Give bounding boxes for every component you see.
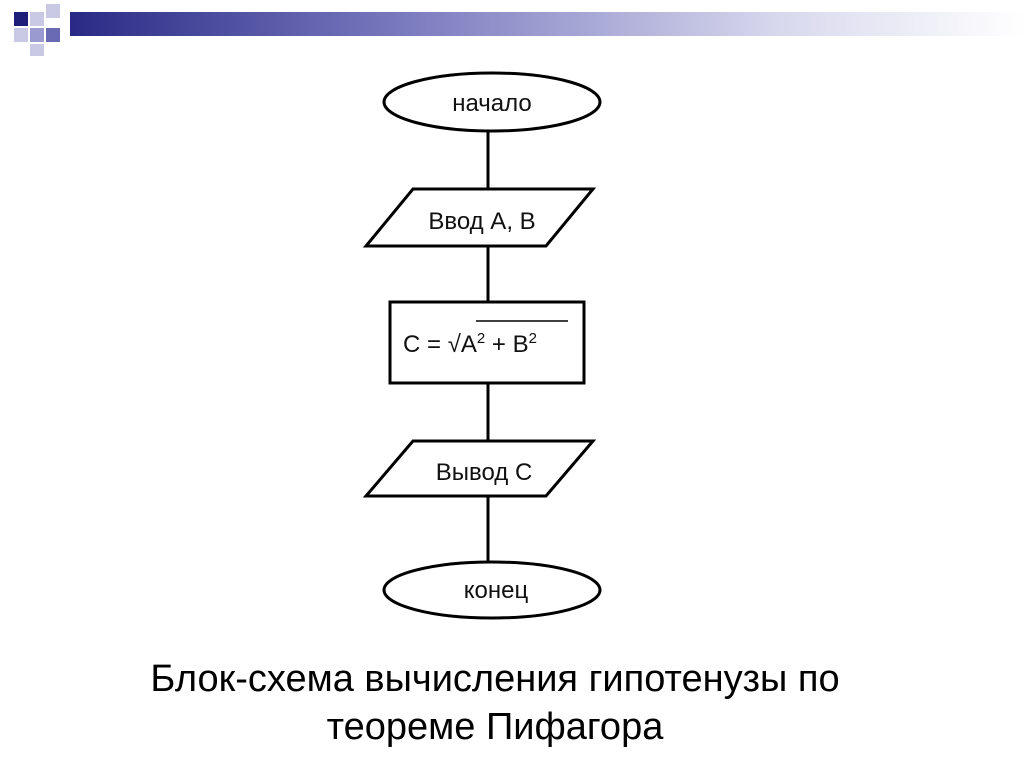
input-label: Ввод А, В xyxy=(428,208,535,235)
sqrt-symbol: √ xyxy=(448,331,462,358)
start-node: начало xyxy=(382,71,602,133)
end-node: конец xyxy=(382,560,602,620)
input-node: Ввод А, В xyxy=(362,187,597,248)
header-decoration xyxy=(14,4,1024,56)
flowchart: начало Ввод А, В С = √А2 + В2 Вывод С ко… xyxy=(362,71,602,620)
slide-caption: Блок-схема вычисления гипотенузы по теор… xyxy=(0,655,990,751)
caption-line-2: теореме Пифагора xyxy=(326,706,664,748)
slide-corner-squares-icon xyxy=(14,4,60,56)
header-gradient-bar xyxy=(70,12,1024,36)
output-node: Вывод С xyxy=(362,439,597,498)
end-label: конец xyxy=(464,577,529,604)
process-node: С = √А2 + В2 xyxy=(388,300,586,385)
start-label: начало xyxy=(452,90,532,117)
output-label: Вывод С xyxy=(436,459,533,486)
caption-line-1: Блок-схема вычисления гипотенузы по xyxy=(150,658,840,700)
process-formula: С = √А2 + В2 xyxy=(403,330,537,358)
